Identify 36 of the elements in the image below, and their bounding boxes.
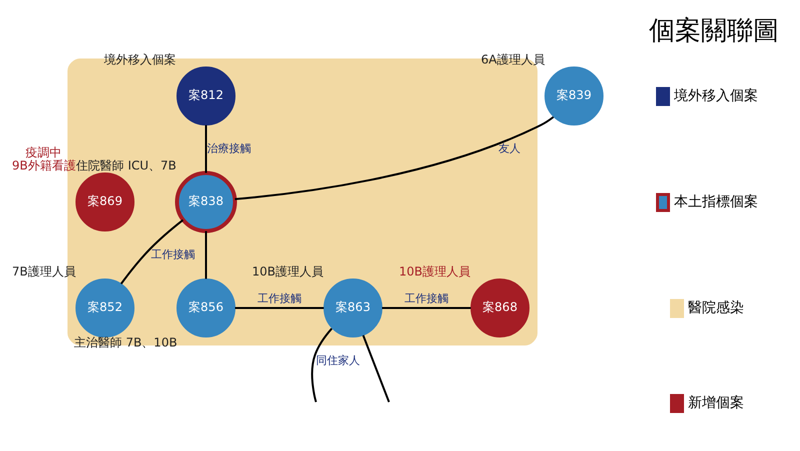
- node-circle: 案839: [544, 66, 604, 126]
- node-label: 10B護理人員: [252, 264, 324, 279]
- connector: [235, 307, 324, 309]
- connector: [311, 328, 333, 402]
- node-circle: 案869: [76, 172, 134, 232]
- node-label: 7B護理人員: [12, 264, 76, 279]
- node-label: 疫調中: [26, 146, 62, 160]
- node-circle: 案863: [324, 278, 382, 338]
- edge-label: 工作接觸: [151, 248, 195, 261]
- node-circle: 案812: [176, 66, 236, 126]
- connector: [205, 231, 207, 279]
- edge-label: 治療接觸: [207, 142, 251, 155]
- connector: [120, 219, 184, 284]
- node-circle: 案838: [175, 171, 237, 233]
- node-label: 10B護理人員: [399, 264, 471, 279]
- node-label: 境外移入個案: [104, 52, 176, 67]
- edge-label: 同住家人: [316, 354, 360, 367]
- node-label: 6A護理人員: [481, 52, 545, 67]
- connector: [234, 116, 554, 200]
- edge-label: 友人: [498, 142, 520, 155]
- legend-label: 本土指標個案: [674, 194, 758, 210]
- node-circle: 案868: [470, 278, 530, 338]
- node-label: 住院醫師 ICU、7B: [76, 158, 176, 173]
- connector: [205, 125, 207, 173]
- diagram-title: 個案關聯圖: [649, 16, 779, 46]
- node-label: 9B外籍看護: [12, 158, 76, 173]
- legend-label: 境外移入個案: [674, 88, 758, 104]
- connector: [382, 307, 471, 309]
- node-circle: 案856: [176, 278, 236, 338]
- connector: [362, 335, 390, 402]
- node-label: 主治醫師 7B、10B: [74, 336, 178, 350]
- edge-label: 工作接觸: [404, 292, 448, 305]
- legend-label: 醫院感染: [688, 300, 744, 316]
- legend-label: 新增個案: [688, 395, 744, 412]
- node-circle: 案852: [76, 278, 134, 338]
- edge-label: 工作接觸: [258, 292, 302, 305]
